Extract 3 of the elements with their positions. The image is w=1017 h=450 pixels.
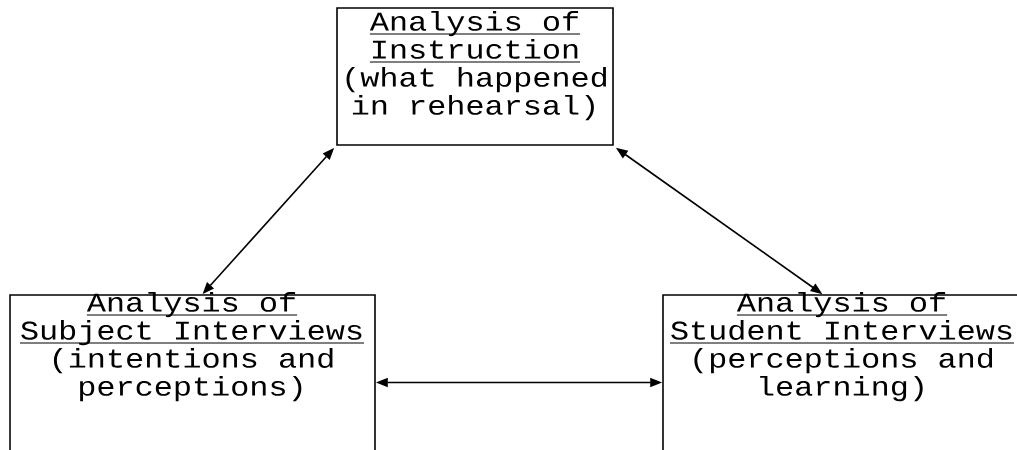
text-box: Analysis of Subject Interviews (intentions and perceptions) <box>9 292 376 450</box>
text-box: Analysis of Instruction (what happened in rehearsal) <box>336 7 614 146</box>
text-box: Analysis of Student Interviews (perceptions and learning) <box>662 292 1017 450</box>
